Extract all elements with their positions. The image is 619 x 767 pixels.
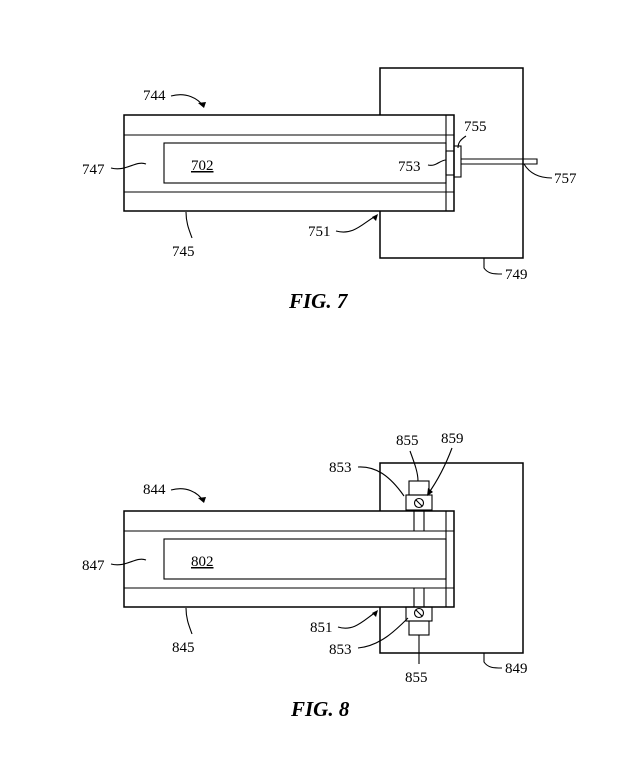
label-751: 751: [308, 224, 331, 240]
leader-745: [185, 211, 193, 239]
fastener-cap-855-bottom: [408, 620, 430, 636]
housing-745: [123, 114, 455, 212]
fastener-bottom: [405, 588, 433, 636]
leader-853-top: [357, 466, 405, 497]
leader-853-bottom: [357, 617, 409, 649]
label-747: 747: [82, 162, 105, 178]
label-757: 757: [554, 171, 577, 187]
label-855-top: 855: [396, 433, 419, 449]
cable-757: [461, 158, 538, 165]
fastener-head-853-top: [405, 494, 433, 511]
caption-fig-8: FIG. 8: [290, 697, 350, 721]
label-851: 851: [310, 620, 333, 636]
leader-747: [110, 162, 147, 170]
label-702: 702: [191, 158, 214, 174]
leader-851: [337, 611, 377, 629]
connector-cap-755: [453, 145, 462, 178]
label-853-top: 853: [329, 460, 352, 476]
leader-744: [170, 94, 205, 108]
leader-755: [457, 135, 467, 149]
label-802: 802: [191, 554, 214, 570]
leader-851-arrowhead: [372, 610, 378, 617]
label-753: 753: [398, 159, 421, 175]
caption-fig-7: FIG. 7: [288, 289, 349, 313]
fastener-screw-bottom: [413, 607, 425, 619]
label-749: 749: [505, 267, 528, 283]
fastener-top: [405, 480, 433, 531]
label-844: 844: [143, 482, 166, 498]
leader-855-top: [409, 450, 419, 482]
leader-751-arrowhead: [372, 214, 378, 221]
label-853-bottom: 853: [329, 642, 352, 658]
housing-845: [123, 510, 455, 608]
figure-8: 844 847 802 853 855 859 845 851 853 855 …: [82, 431, 528, 721]
fastener-head-853-bottom: [405, 606, 433, 622]
leader-744-arrowhead: [198, 102, 206, 108]
label-847: 847: [82, 558, 105, 574]
leader-757: [523, 163, 553, 179]
sensor-802: [163, 538, 447, 580]
leader-847: [110, 558, 147, 566]
label-845: 845: [172, 640, 195, 656]
label-849: 849: [505, 661, 528, 677]
leader-749: [483, 258, 503, 275]
leader-751: [335, 215, 377, 233]
leader-753: [427, 159, 447, 166]
label-859: 859: [441, 431, 464, 447]
leader-859: [427, 447, 453, 495]
leader-845: [185, 607, 193, 635]
leader-849: [483, 653, 503, 669]
fastener-screw-top: [413, 497, 425, 509]
leader-844-arrowhead: [198, 497, 206, 503]
label-755: 755: [464, 119, 487, 135]
leader-844: [170, 488, 205, 503]
fastener-cap-855-top: [408, 480, 430, 496]
leader-859-arrowhead: [427, 488, 433, 496]
label-745: 745: [172, 244, 195, 260]
figure-7: 744 747 702 753 755 757 745 751 749 FIG.…: [82, 67, 577, 313]
label-744: 744: [143, 88, 166, 104]
label-855-bottom: 855: [405, 670, 428, 686]
